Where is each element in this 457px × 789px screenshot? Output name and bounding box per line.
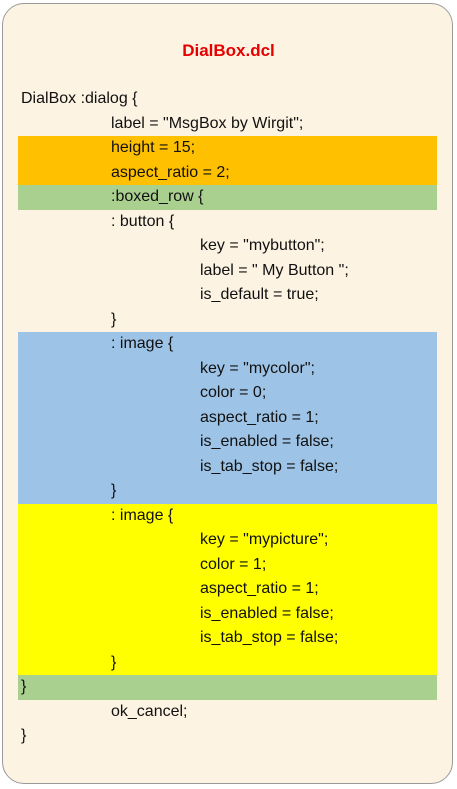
code-text: height = 15; — [111, 139, 196, 156]
code-text: key = "mybutton"; — [200, 237, 325, 254]
code-text: aspect_ratio = 2; — [111, 163, 230, 181]
code-text: is_default = true; — [200, 286, 319, 303]
code-text: is_tab_stop = false; — [200, 629, 339, 646]
code-line: } — [0, 308, 457, 333]
code-line: aspect_ratio = 1; — [0, 405, 457, 430]
code-line: aspect_ratio = 1; — [0, 577, 457, 602]
code-text: } — [111, 482, 117, 499]
code-text: is_enabled = false; — [200, 604, 334, 622]
code-line: key = "mycolor"; — [0, 356, 457, 381]
code-text: key = "mypicture"; — [200, 531, 329, 548]
code-line: aspect_ratio = 2; — [0, 160, 457, 185]
code-line: : button { — [0, 210, 457, 235]
code-line: } — [0, 479, 457, 504]
code-line: height = 15; — [0, 136, 457, 161]
code-text: aspect_ratio = 1; — [200, 580, 319, 597]
highlight-band — [18, 185, 437, 210]
highlight-band — [18, 479, 437, 504]
highlight-band — [18, 577, 437, 602]
code-line: is_default = true; — [0, 283, 457, 308]
highlight-band — [18, 381, 437, 406]
code-text: color = 1; — [200, 555, 267, 573]
code-line: is_tab_stop = false; — [0, 454, 457, 479]
code-line: label = "MsgBox by Wirgit"; — [0, 112, 457, 137]
code-line: ok_cancel; — [0, 700, 457, 725]
code-line: :boxed_row { — [0, 185, 457, 210]
highlight-band — [18, 405, 437, 430]
code-line: : image { — [0, 503, 457, 528]
code-text: : button { — [111, 212, 175, 230]
code-text: is_tab_stop = false; — [200, 457, 339, 475]
code-text: is_enabled = false; — [200, 433, 334, 450]
code-text: DialBox :dialog { — [21, 90, 138, 107]
code-text: : image { — [111, 506, 174, 524]
code-text: :boxed_row { — [111, 188, 204, 205]
highlight-band — [18, 332, 437, 357]
code-line: DialBox :dialog { — [0, 87, 457, 112]
highlight-band — [18, 430, 437, 455]
highlight-band — [18, 552, 437, 577]
code-line: } — [0, 724, 457, 749]
code-text: } — [21, 678, 27, 695]
code-text: key = "mycolor"; — [200, 359, 315, 377]
highlight-band — [18, 528, 437, 553]
code-listing: DialBox :dialog { label = "MsgBox by Wirg… — [0, 87, 457, 749]
code-line: is_enabled = false; — [0, 430, 457, 455]
code-text: label = " My Button "; — [200, 261, 349, 279]
highlight-band — [18, 136, 437, 161]
code-line: key = "mybutton"; — [0, 234, 457, 259]
highlight-band — [18, 650, 437, 675]
code-line: : image { — [0, 332, 457, 357]
highlight-band — [18, 160, 437, 185]
highlight-band — [18, 601, 437, 626]
code-text: : image { — [111, 335, 174, 352]
code-text: color = 0; — [200, 384, 267, 401]
code-line: label = " My Button "; — [0, 259, 457, 284]
code-text: label = "MsgBox by Wirgit"; — [111, 114, 304, 132]
highlight-band — [18, 626, 437, 651]
code-text: } — [111, 653, 117, 671]
page-title: DialBox.dcl — [182, 41, 275, 60]
code-text: aspect_ratio = 1; — [200, 408, 319, 426]
code-line: } — [0, 675, 457, 700]
code-text: } — [111, 310, 117, 328]
highlight-band — [18, 356, 437, 381]
highlight-band — [18, 454, 437, 479]
highlight-band — [18, 503, 437, 528]
code-line: } — [0, 650, 457, 675]
code-line: is_enabled = false; — [0, 601, 457, 626]
code-text: } — [21, 727, 27, 744]
code-line: color = 0; — [0, 381, 457, 406]
code-text: ok_cancel; — [111, 702, 188, 720]
code-line: color = 1; — [0, 552, 457, 577]
highlight-band — [18, 675, 437, 700]
code-line: key = "mypicture"; — [0, 528, 457, 553]
code-line: is_tab_stop = false; — [0, 626, 457, 651]
